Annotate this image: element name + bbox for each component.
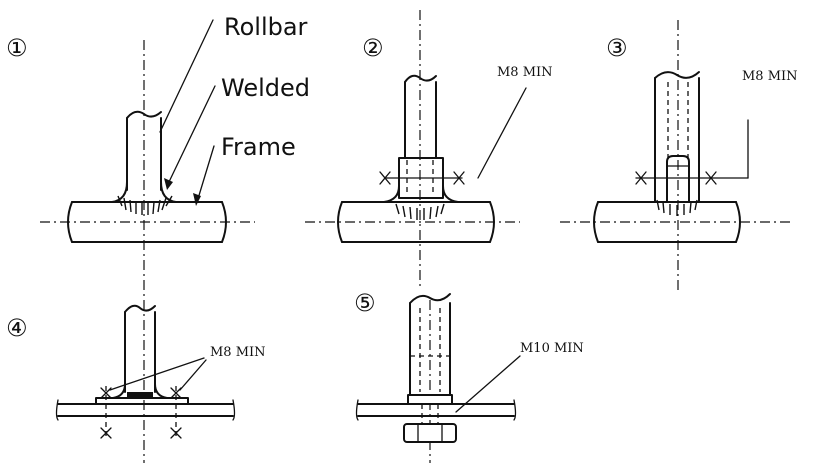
panel-number-4: ④	[6, 314, 28, 342]
weld-fillet	[112, 383, 168, 399]
dimension-m8-panel2: M8 MIN	[497, 65, 553, 80]
bolt-mark	[170, 387, 182, 399]
rollbar-leader	[159, 19, 214, 133]
weld-bead	[117, 195, 173, 215]
welded-leader	[167, 85, 216, 185]
dimension-leader	[477, 87, 527, 179]
frame-rail	[357, 403, 515, 417]
frame-tube	[341, 201, 491, 243]
frame-arrow	[193, 193, 201, 206]
weld-bead	[395, 203, 445, 220]
panel-number-3: ③	[606, 34, 628, 62]
weld-fillet	[111, 181, 177, 203]
bolt-mark	[635, 171, 647, 185]
panel-2: ② M8 MIN	[305, 10, 553, 290]
bolt-mark	[100, 387, 112, 399]
frame-tube-end	[337, 201, 343, 243]
rollbar-tube	[409, 302, 451, 396]
dimension-leader	[109, 357, 205, 391]
bolt-shank	[421, 404, 439, 424]
rollbar-break	[654, 71, 700, 79]
dimension-m8-panel4: M8 MIN	[210, 345, 266, 360]
frame-rail-end	[232, 399, 236, 421]
bolt-mark	[453, 171, 465, 185]
panel-number-5: ⑤	[354, 289, 376, 317]
bolt-mark	[100, 427, 112, 439]
rollbar-tube	[124, 311, 156, 393]
label-frame: Frame	[221, 133, 296, 161]
label-welded: Welded	[221, 74, 310, 102]
panel-5: ⑤ M10 MIN	[354, 289, 584, 463]
rollbar-tube	[654, 77, 700, 203]
weld-fill	[127, 392, 153, 398]
panel-1: ① Rollbar Welded Frame	[6, 13, 310, 463]
bolt-head-facets	[417, 423, 443, 443]
rollbar-break	[126, 110, 162, 119]
bolt-head	[403, 423, 457, 443]
dimension-leader	[455, 355, 521, 413]
hidden-line	[667, 82, 689, 160]
rollbar-break	[409, 293, 451, 304]
welded-arrow	[164, 178, 173, 190]
weld-fillet	[383, 185, 459, 203]
panel-4: ④ M8 MIN	[6, 304, 266, 440]
frame-rail-end	[513, 399, 517, 421]
bolt-mark	[379, 171, 391, 185]
rollbar-break	[404, 74, 437, 83]
frame-rail-end	[355, 399, 359, 421]
rollbar-tube	[404, 81, 437, 159]
panel-3: ③ M8 MIN	[560, 20, 798, 290]
bolt-mark	[170, 427, 182, 439]
frame-rail-end	[55, 399, 59, 421]
bolt-mark	[705, 171, 717, 185]
panel-number-2: ②	[362, 34, 384, 62]
dimension-m10-panel5: M10 MIN	[520, 341, 584, 356]
rollbar-break	[124, 304, 156, 313]
weld-bead	[656, 199, 698, 216]
frame-tube-end	[735, 201, 741, 243]
dimension-leader	[179, 359, 207, 391]
inner-insert	[666, 155, 690, 203]
frame-leader	[196, 145, 215, 203]
panel-number-1: ①	[6, 34, 28, 62]
label-rollbar: Rollbar	[224, 13, 308, 41]
frame-rail	[57, 403, 234, 417]
dimension-m8-panel3: M8 MIN	[742, 69, 798, 84]
bolt-axis	[105, 386, 177, 440]
washer	[407, 394, 453, 405]
